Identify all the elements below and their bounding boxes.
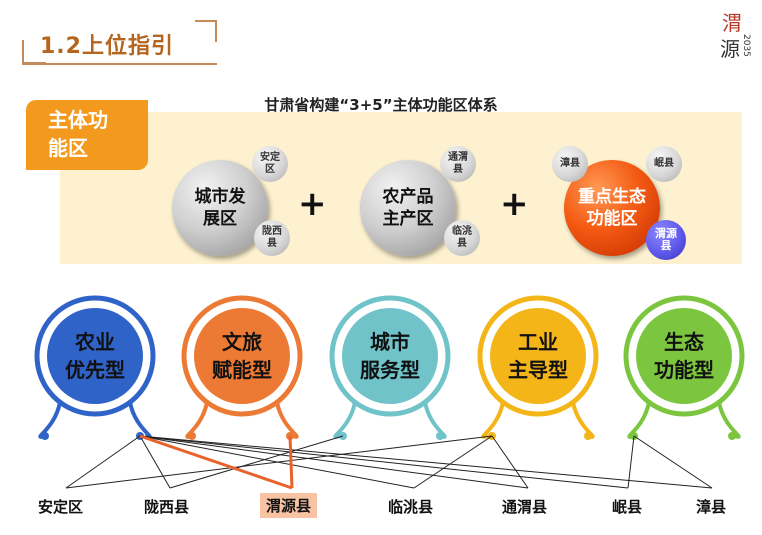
zone-label: 城市发展区 xyxy=(194,187,246,229)
county-bubble-tongwei: 通渭县 xyxy=(440,146,476,182)
county-label-zhangxian: 漳县 xyxy=(696,498,727,516)
county-bubble-zhangxian: 漳县 xyxy=(552,146,588,182)
function-label-ecological: 生态 功能型 xyxy=(654,330,714,382)
county-label-minxian: 岷县 xyxy=(612,498,643,516)
county-label-longxi: 陇西县 xyxy=(144,498,190,516)
zone-label: 农产品主产区 xyxy=(382,187,434,229)
function-label-urban-service: 城市 服务型 xyxy=(360,330,420,382)
county-bubble-minxian: 岷县 xyxy=(646,146,682,182)
page-title: 1.2上位指引 xyxy=(40,34,174,59)
svg-text:渭: 渭 xyxy=(722,11,742,35)
function-circle-urban-service xyxy=(329,295,451,440)
function-circle-industry-led xyxy=(477,295,599,440)
function-label-agriculture: 农业 优先型 xyxy=(65,330,125,382)
county-bubble-weiyuan: 渭源县 xyxy=(646,220,686,260)
county-bubble-anding: 安定区 xyxy=(252,146,288,182)
plus-sign: + xyxy=(500,184,529,224)
function-label-industry-led: 工业 主导型 xyxy=(508,330,568,382)
county-label-anding: 安定区 xyxy=(38,498,84,516)
svg-text:源: 源 xyxy=(720,37,740,61)
zone-tag-label: 主体功能区 xyxy=(48,108,108,160)
county-label-lintao: 临洮县 xyxy=(388,498,434,516)
function-circle-ecological xyxy=(623,295,745,440)
zone-urban-development: 城市发展区 xyxy=(172,160,268,256)
system-title: 甘肃省构建“3+5”主体功能区体系 xyxy=(264,96,498,114)
function-circle-agriculture xyxy=(34,295,156,440)
function-label-culture-tourism: 文旅 赋能型 xyxy=(212,330,272,382)
county-label-weiyuan: 渭源县 xyxy=(260,493,318,518)
function-circle-culture-tourism xyxy=(181,295,303,440)
weiyuan-highlight-lines xyxy=(139,434,294,490)
county-label-tongwei: 通渭县 xyxy=(502,498,548,516)
zone-label: 重点生态功能区 xyxy=(578,187,646,229)
connector-lines xyxy=(65,435,713,489)
title-corner-ornament-right xyxy=(195,20,217,42)
zone-agricultural-production: 农产品主产区 xyxy=(360,160,456,256)
svg-text:2035: 2035 xyxy=(741,34,751,57)
weiyuan-logo: 渭 源 2035 xyxy=(720,11,751,61)
county-bubble-lintao: 临洮县 xyxy=(444,220,480,256)
title-underline xyxy=(22,63,217,65)
zone-tag: 主体功能区 xyxy=(26,100,148,170)
plus-sign: + xyxy=(298,184,327,224)
county-bubble-longxi: 陇西县 xyxy=(254,220,290,256)
